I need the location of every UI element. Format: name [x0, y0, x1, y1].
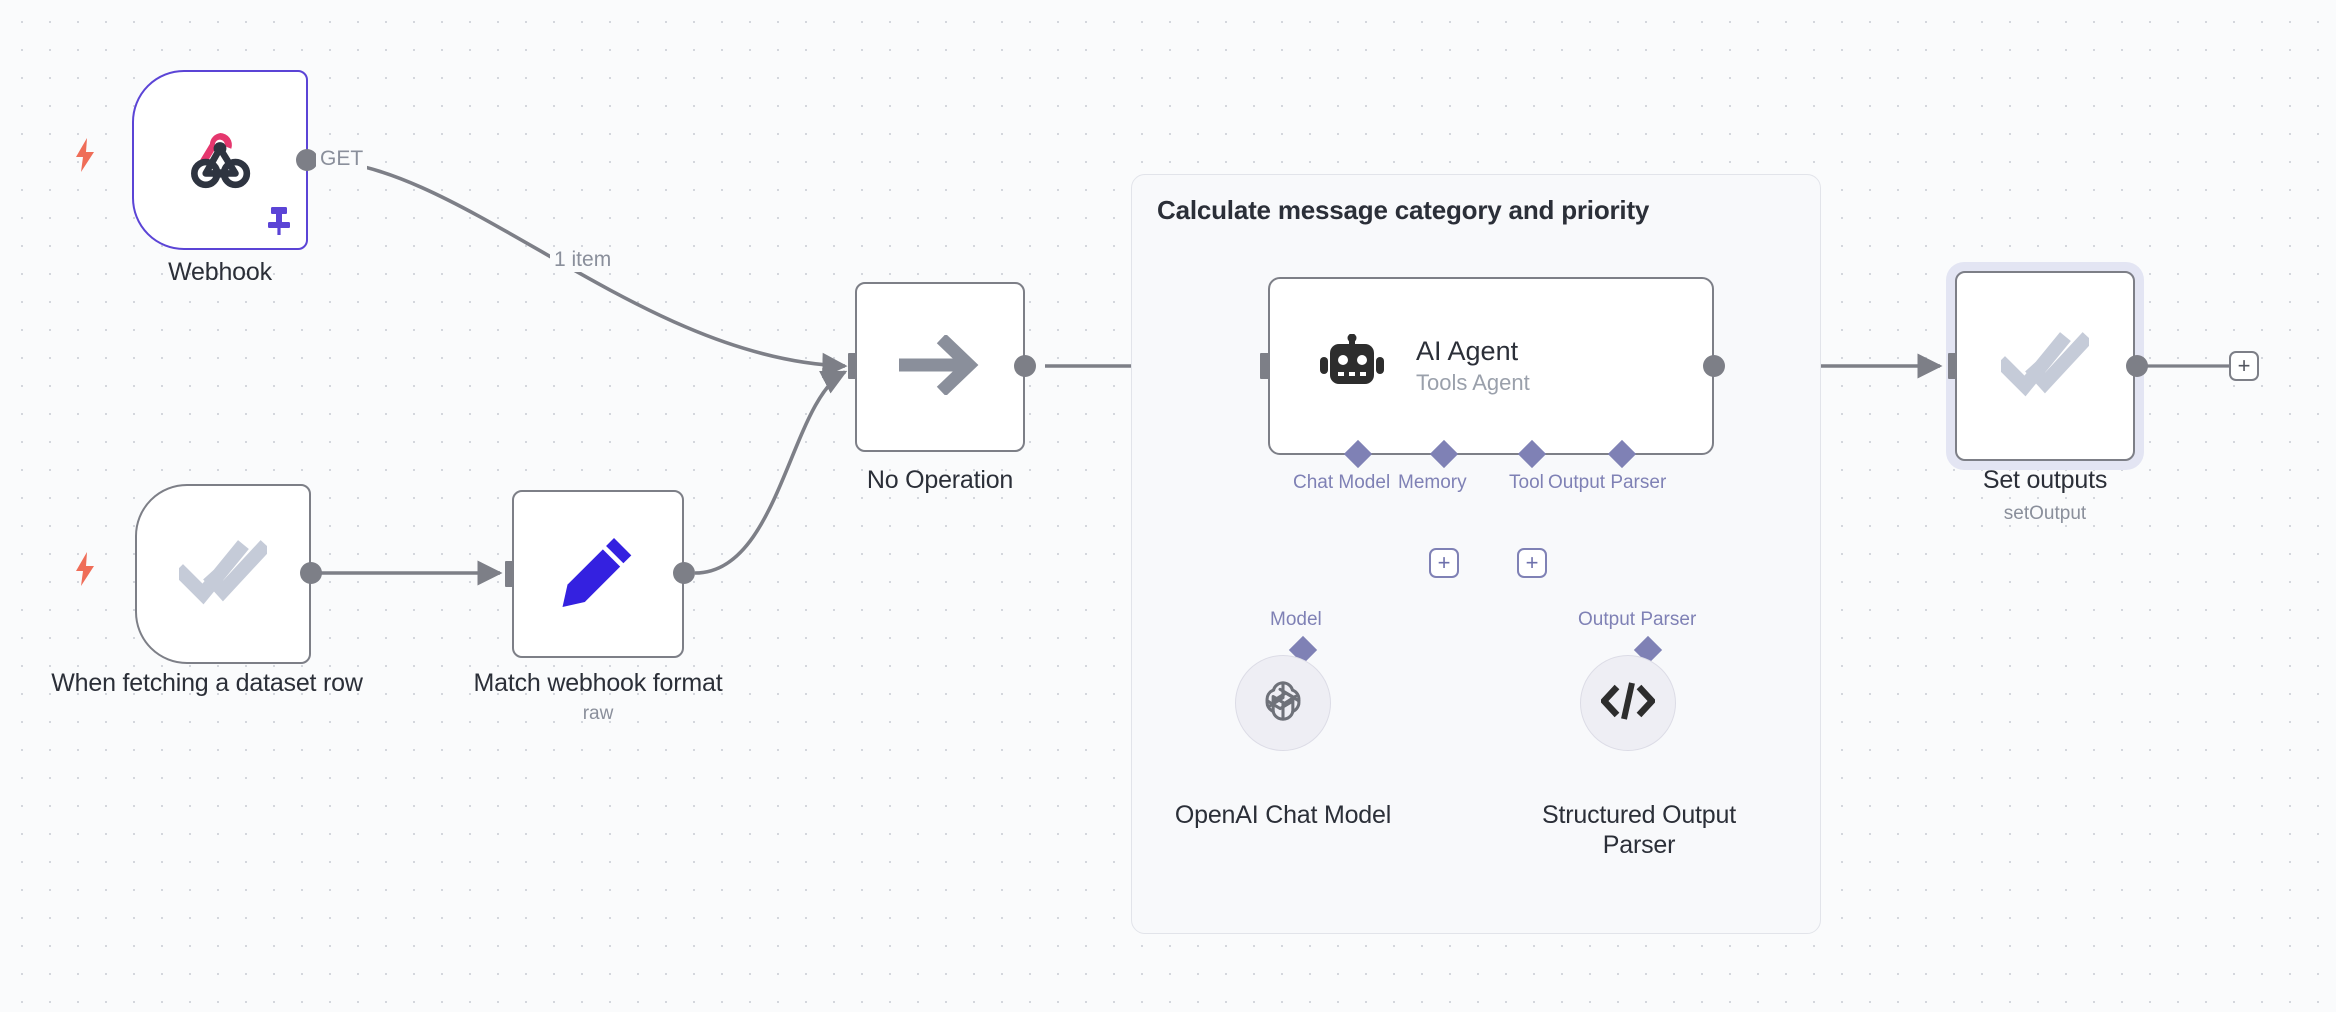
- group-title: Calculate message category and priority: [1157, 195, 1650, 225]
- ai-agent-subtitle: Tools Agent: [1416, 370, 1530, 395]
- node-label-openai-chat-model: OpenAI Chat Model: [1174, 801, 1392, 829]
- webhook-output-port[interactable]: [296, 149, 318, 171]
- node-label-when-fetching-a-dataset-row: When fetching a dataset row: [51, 669, 363, 697]
- double-check-icon-2: [1995, 328, 2093, 405]
- no-operation-output-port[interactable]: [1014, 355, 1036, 377]
- node-label-webhook: Webhook: [168, 258, 272, 286]
- pin-icon: [266, 206, 292, 236]
- node-ai-agent[interactable]: AI Agent Tools Agent: [1268, 277, 1714, 455]
- subnode-connector-label-model: Model: [1270, 609, 1322, 630]
- node-openai-chat-model[interactable]: [1235, 655, 1331, 751]
- subnode-connector-label-output-parser: Output Parser: [1578, 609, 1697, 630]
- openai-logo-icon: [1257, 675, 1309, 732]
- node-when-fetching-a-dataset-row[interactable]: [135, 484, 311, 664]
- match-webhook-input-port[interactable]: [505, 561, 514, 587]
- set-outputs-inner: [1955, 271, 2135, 461]
- trigger-bolt-icon: [74, 138, 96, 172]
- trigger-bolt-icon-2: [74, 552, 96, 586]
- ai-agent-title: AI Agent: [1416, 336, 1519, 366]
- connector-label-memory: Memory: [1398, 472, 1467, 493]
- node-label-no-operation: No Operation: [866, 466, 1014, 494]
- ai-agent-input-port[interactable]: [1260, 353, 1269, 379]
- node-label-match-webhook-format: Match webhook format: [473, 669, 723, 697]
- arrow-right-icon: [896, 333, 981, 400]
- add-node-button[interactable]: +: [2229, 351, 2259, 381]
- node-label-set-outputs: Set outputs: [1982, 466, 2108, 494]
- connector-label-output-parser: Output Parser: [1548, 472, 1667, 493]
- match-webhook-output-port[interactable]: [673, 562, 695, 584]
- edge-label-get: GET: [316, 147, 368, 171]
- add-memory-button[interactable]: +: [1429, 548, 1459, 578]
- add-tool-button[interactable]: +: [1517, 548, 1547, 578]
- connector-label-tool: Tool: [1509, 472, 1544, 493]
- node-webhook[interactable]: [132, 70, 308, 250]
- node-subtitle-match-webhook-format: raw: [582, 703, 614, 724]
- ai-agent-output-port[interactable]: [1703, 355, 1725, 377]
- edge-label-item-count: 1 item: [550, 248, 616, 272]
- node-set-outputs[interactable]: [1946, 262, 2144, 470]
- pencil-icon: [557, 531, 639, 618]
- code-brackets-icon: [1599, 679, 1657, 728]
- node-no-operation[interactable]: [855, 282, 1025, 452]
- set-outputs-input-port[interactable]: [1948, 353, 1957, 379]
- webhook-icon: [182, 120, 258, 201]
- node-match-webhook-format[interactable]: [512, 490, 684, 658]
- robot-icon: [1318, 333, 1390, 399]
- no-operation-input-port[interactable]: [848, 353, 857, 379]
- connector-label-chat-model: Chat Model: [1293, 472, 1391, 493]
- node-subtitle-set-outputs: setOutput: [2003, 503, 2087, 524]
- double-check-icon: [173, 536, 271, 613]
- node-label-structured-output-parser: Structured Output Parser: [1542, 801, 1736, 859]
- set-outputs-output-port[interactable]: [2126, 355, 2148, 377]
- ai-agent-text-block: AI Agent Tools Agent: [1416, 335, 1530, 397]
- dataset-row-output-port[interactable]: [300, 562, 322, 584]
- node-structured-output-parser[interactable]: [1580, 655, 1676, 751]
